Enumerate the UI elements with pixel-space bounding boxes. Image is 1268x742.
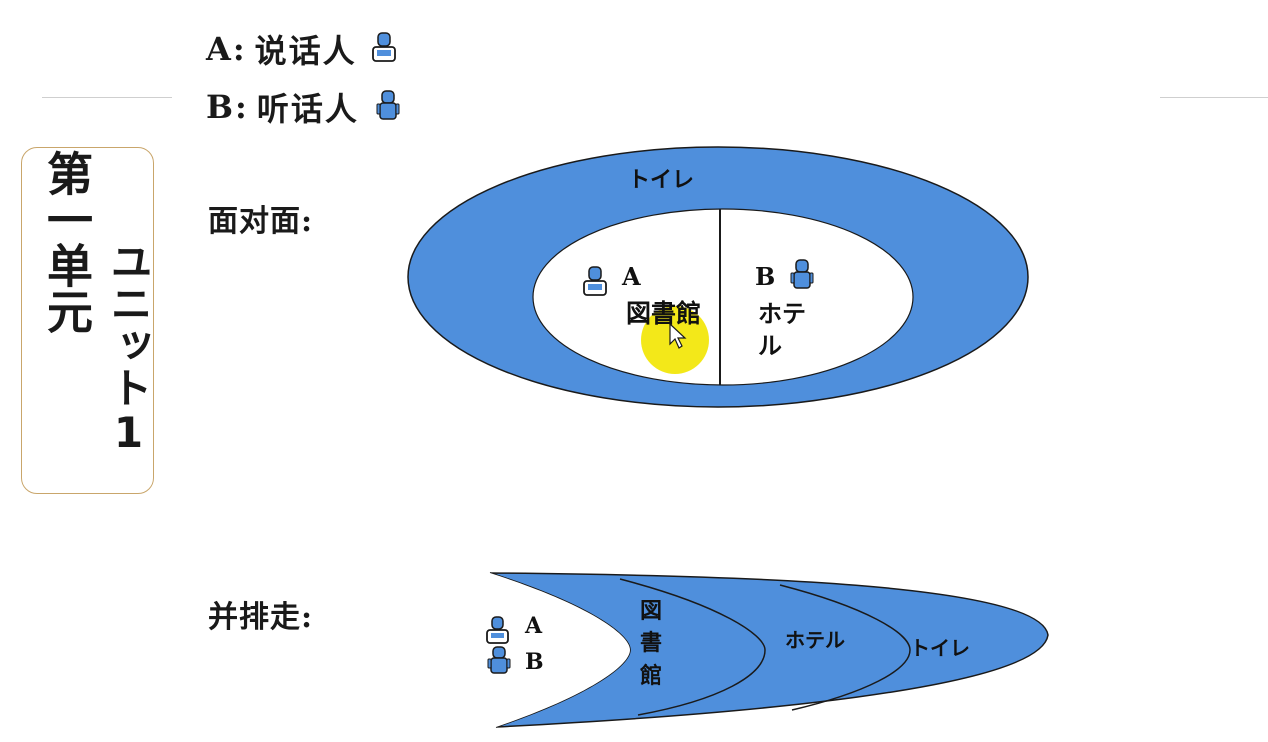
face-to-face-diagram: トイレ A 図書館 B ホテ ル bbox=[407, 146, 1029, 408]
face-to-face-label: 面对面: bbox=[208, 204, 314, 239]
face-b-label: B bbox=[755, 262, 775, 291]
unit-title-chinese: 第一单元 bbox=[40, 150, 94, 334]
inner-area bbox=[532, 208, 914, 386]
side-by-side-label: 并排走: bbox=[208, 600, 314, 635]
zone3-toilet-label: トイレ bbox=[910, 636, 970, 660]
zone-white-area bbox=[480, 573, 630, 727]
listener-person-icon bbox=[790, 259, 814, 289]
side-b-label: B bbox=[525, 649, 544, 675]
zone-boundary-3 bbox=[779, 584, 911, 711]
outer-toilet-label: トイレ bbox=[628, 167, 694, 193]
face-b-place-line2: ル bbox=[758, 331, 782, 360]
legend-listener-key: B: bbox=[206, 88, 249, 126]
mouse-cursor-icon bbox=[669, 322, 687, 349]
legend-speaker-label: 说话人 bbox=[254, 32, 357, 70]
face-a-place: 図書館 bbox=[626, 299, 701, 328]
divider-right bbox=[1160, 97, 1268, 98]
speaker-person-icon bbox=[583, 266, 607, 296]
zone-boundary-2 bbox=[619, 578, 766, 716]
zone1-char-2: 書 bbox=[640, 630, 662, 656]
unit-badge bbox=[21, 147, 154, 494]
speaker-person-icon bbox=[486, 616, 509, 644]
listener-person-icon bbox=[376, 90, 400, 120]
speaker-person-icon bbox=[371, 32, 396, 62]
legend-listener: B: 听话人 bbox=[206, 84, 401, 130]
legend-listener-label: 听话人 bbox=[256, 90, 359, 128]
listener-person-icon bbox=[487, 646, 511, 674]
zone1-char-3: 館 bbox=[640, 663, 662, 689]
zone1-char-1: 図 bbox=[640, 598, 662, 624]
zone2-hotel-label: ホテル bbox=[785, 628, 845, 652]
side-by-side-diagram: A B 図 書 館 ホテル トイレ bbox=[480, 572, 1049, 728]
divider-left bbox=[42, 97, 172, 98]
unit-title-japanese: ユニット1 bbox=[104, 240, 153, 457]
face-b-place-line1: ホテ bbox=[758, 299, 806, 328]
legend-speaker-key: A: bbox=[206, 30, 247, 68]
side-a-label: A bbox=[524, 613, 543, 639]
legend-speaker: A: 说话人 bbox=[206, 26, 399, 72]
face-a-label: A bbox=[621, 262, 641, 291]
